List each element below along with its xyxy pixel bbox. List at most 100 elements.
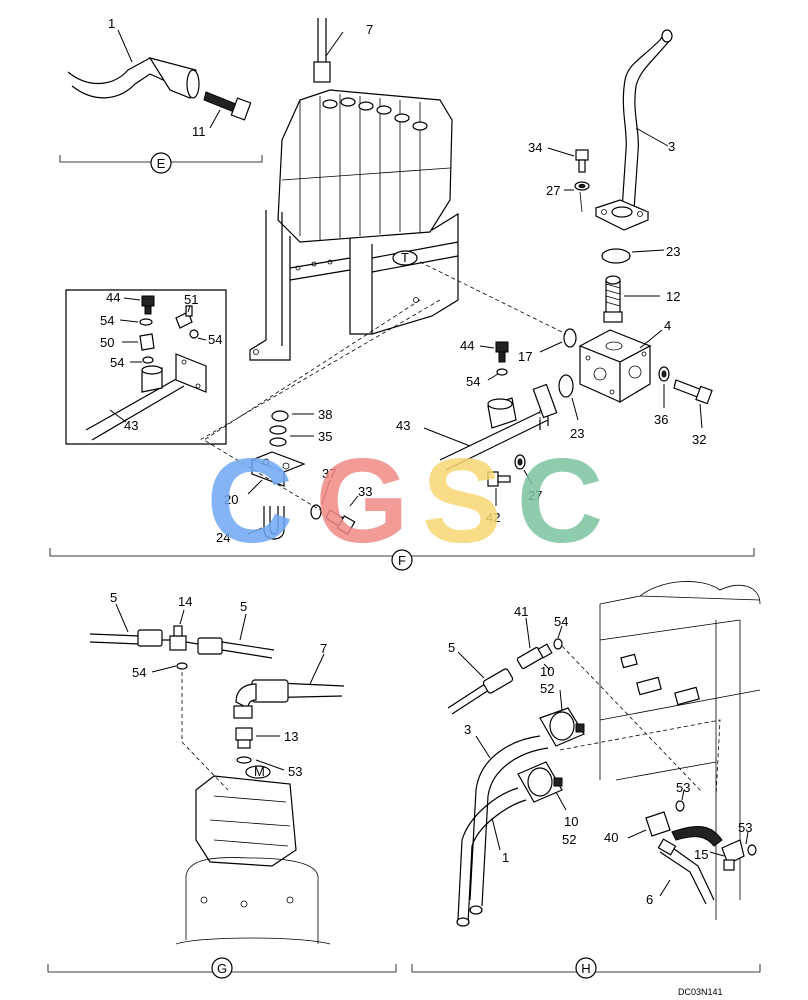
- svg-text:5: 5: [110, 590, 117, 605]
- callout-20: 20: [224, 492, 238, 507]
- drawing-code: DC03N141: [678, 987, 723, 997]
- svg-text:10: 10: [540, 664, 554, 679]
- watermark-letter: G: [315, 434, 408, 568]
- callout-54-g: 54: [132, 665, 146, 680]
- callout-54-main: 54: [466, 374, 480, 389]
- svg-text:37: 37: [322, 466, 336, 481]
- callout-36: 36: [654, 412, 668, 427]
- callout-5-g-right: 5: [240, 599, 247, 614]
- callout-5-g-left: 5: [110, 590, 117, 605]
- callout-53-h-b: 53: [738, 820, 752, 835]
- fitting-44-inset: [123, 295, 155, 315]
- callout-35: 35: [318, 429, 332, 444]
- section-marker-h: H: [575, 957, 597, 979]
- pipe-3-assembly: [594, 29, 673, 231]
- svg-text:14: 14: [178, 594, 192, 609]
- svg-text:54: 54: [100, 313, 114, 328]
- section-marker-g: G: [211, 957, 233, 979]
- svg-text:32: 32: [692, 432, 706, 447]
- svg-text:15: 15: [694, 847, 708, 862]
- svg-text:53: 53: [738, 820, 752, 835]
- callout-51: 51: [184, 292, 198, 307]
- bolt-42: [487, 471, 511, 506]
- bracket-20: [247, 451, 306, 495]
- watermark-logo: C G S C: [207, 434, 604, 568]
- section-marker-e: E: [150, 152, 172, 174]
- callout-23-mid: 23: [570, 426, 584, 441]
- svg-text:27: 27: [528, 488, 542, 503]
- callout-42: 42: [486, 510, 500, 525]
- svg-text:20: 20: [224, 492, 238, 507]
- u-bolt-24: [247, 506, 285, 540]
- svg-text:38: 38: [318, 407, 332, 422]
- svg-text:23: 23: [570, 426, 584, 441]
- callout-6: 6: [646, 892, 653, 907]
- fitting-44-main: [479, 341, 509, 363]
- svg-text:5: 5: [448, 640, 455, 655]
- callout-13: 13: [284, 729, 298, 744]
- callout-23-top: 23: [666, 244, 680, 259]
- o-ring-54-main: [487, 368, 508, 381]
- nut-38: [271, 410, 314, 422]
- callout-32: 32: [692, 432, 706, 447]
- phantom-lines-f: [199, 261, 567, 511]
- callout-43-main: 43: [396, 418, 410, 433]
- svg-text:23: 23: [666, 244, 680, 259]
- svg-text:40: 40: [604, 830, 618, 845]
- svg-text:4: 4: [664, 318, 671, 333]
- callout-50: 50: [100, 335, 114, 350]
- svg-text:50: 50: [100, 335, 114, 350]
- callout-54-h: 54: [554, 614, 568, 629]
- svg-text:H: H: [581, 961, 590, 976]
- svg-text:54: 54: [110, 355, 124, 370]
- section-marker-f: F: [391, 549, 413, 571]
- svg-text:3: 3: [668, 139, 675, 154]
- callout-3-top: 3: [668, 139, 675, 154]
- svg-text:5: 5: [240, 599, 247, 614]
- washer-27-top: [564, 181, 590, 213]
- svg-text:52: 52: [562, 832, 576, 847]
- watermark-letter: C: [207, 434, 294, 568]
- svg-text:44: 44: [460, 338, 474, 353]
- svg-text:6: 6: [646, 892, 653, 907]
- watermark-letter: C: [517, 434, 604, 568]
- callout-44-inset: 44: [106, 290, 120, 305]
- callout-54-inset-b: 54: [208, 332, 222, 347]
- callout-3-h: 3: [464, 722, 471, 737]
- svg-text:F: F: [398, 553, 406, 568]
- o-ring-23-mid: [558, 374, 579, 421]
- svg-text:54: 54: [554, 614, 568, 629]
- svg-text:54: 54: [132, 665, 146, 680]
- callout-53-h-a: 53: [676, 780, 690, 795]
- block-4: [578, 329, 663, 404]
- callout-14: 14: [178, 594, 192, 609]
- pipe-43-main: [423, 383, 558, 471]
- svg-text:DC03N141: DC03N141: [678, 987, 723, 997]
- svg-text:51: 51: [184, 292, 198, 307]
- svg-text:17: 17: [518, 349, 532, 364]
- svg-text:36: 36: [654, 412, 668, 427]
- o-ring-54-inset-b: [189, 329, 207, 341]
- svg-text:43: 43: [124, 418, 138, 433]
- callout-10-h-a: 10: [540, 664, 554, 679]
- callout-24: 24: [216, 530, 230, 545]
- svg-text:43: 43: [396, 418, 410, 433]
- bolt-32: [673, 379, 713, 429]
- callout-41: 41: [514, 604, 528, 619]
- svg-text:1: 1: [502, 850, 509, 865]
- svg-text:35: 35: [318, 429, 332, 444]
- section-g-drawing: [47, 603, 397, 973]
- callout-4: 4: [664, 318, 671, 333]
- svg-text:42: 42: [486, 510, 500, 525]
- svg-text:12: 12: [666, 289, 680, 304]
- svg-text:7: 7: [320, 641, 327, 656]
- callout-10-h-b: 10: [564, 814, 578, 829]
- svg-text:T: T: [401, 250, 409, 265]
- callout-27-mid: 27: [528, 488, 542, 503]
- o-ring-54-inset-c: [130, 356, 154, 364]
- callout-34: 34: [528, 140, 542, 155]
- svg-text:44: 44: [106, 290, 120, 305]
- svg-text:11: 11: [192, 124, 206, 139]
- callout-27-top: 27: [546, 183, 560, 198]
